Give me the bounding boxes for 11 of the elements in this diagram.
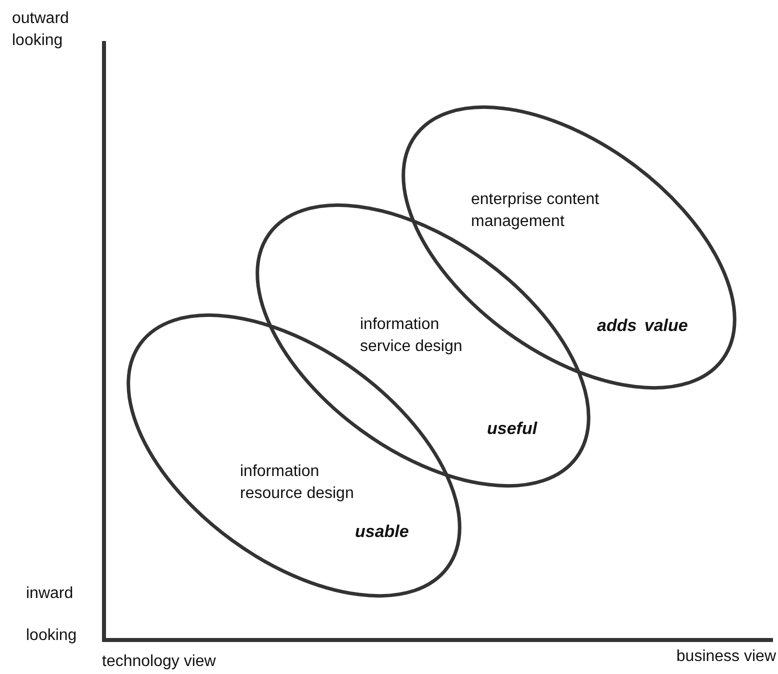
area-title: information service design xyxy=(360,315,464,357)
axis-label: inward xyxy=(26,584,74,604)
quality-label: adds value xyxy=(597,315,688,337)
area-title: enterprise content management xyxy=(471,190,600,232)
area-title: information resource design xyxy=(240,462,355,504)
quality-label: usable xyxy=(355,521,409,543)
axis-label: outward looking xyxy=(12,9,70,51)
axis-label: looking xyxy=(26,626,77,646)
axis-label: technology view xyxy=(102,652,216,672)
quality-label: useful xyxy=(487,418,538,440)
axis-label: business view xyxy=(675,647,776,667)
